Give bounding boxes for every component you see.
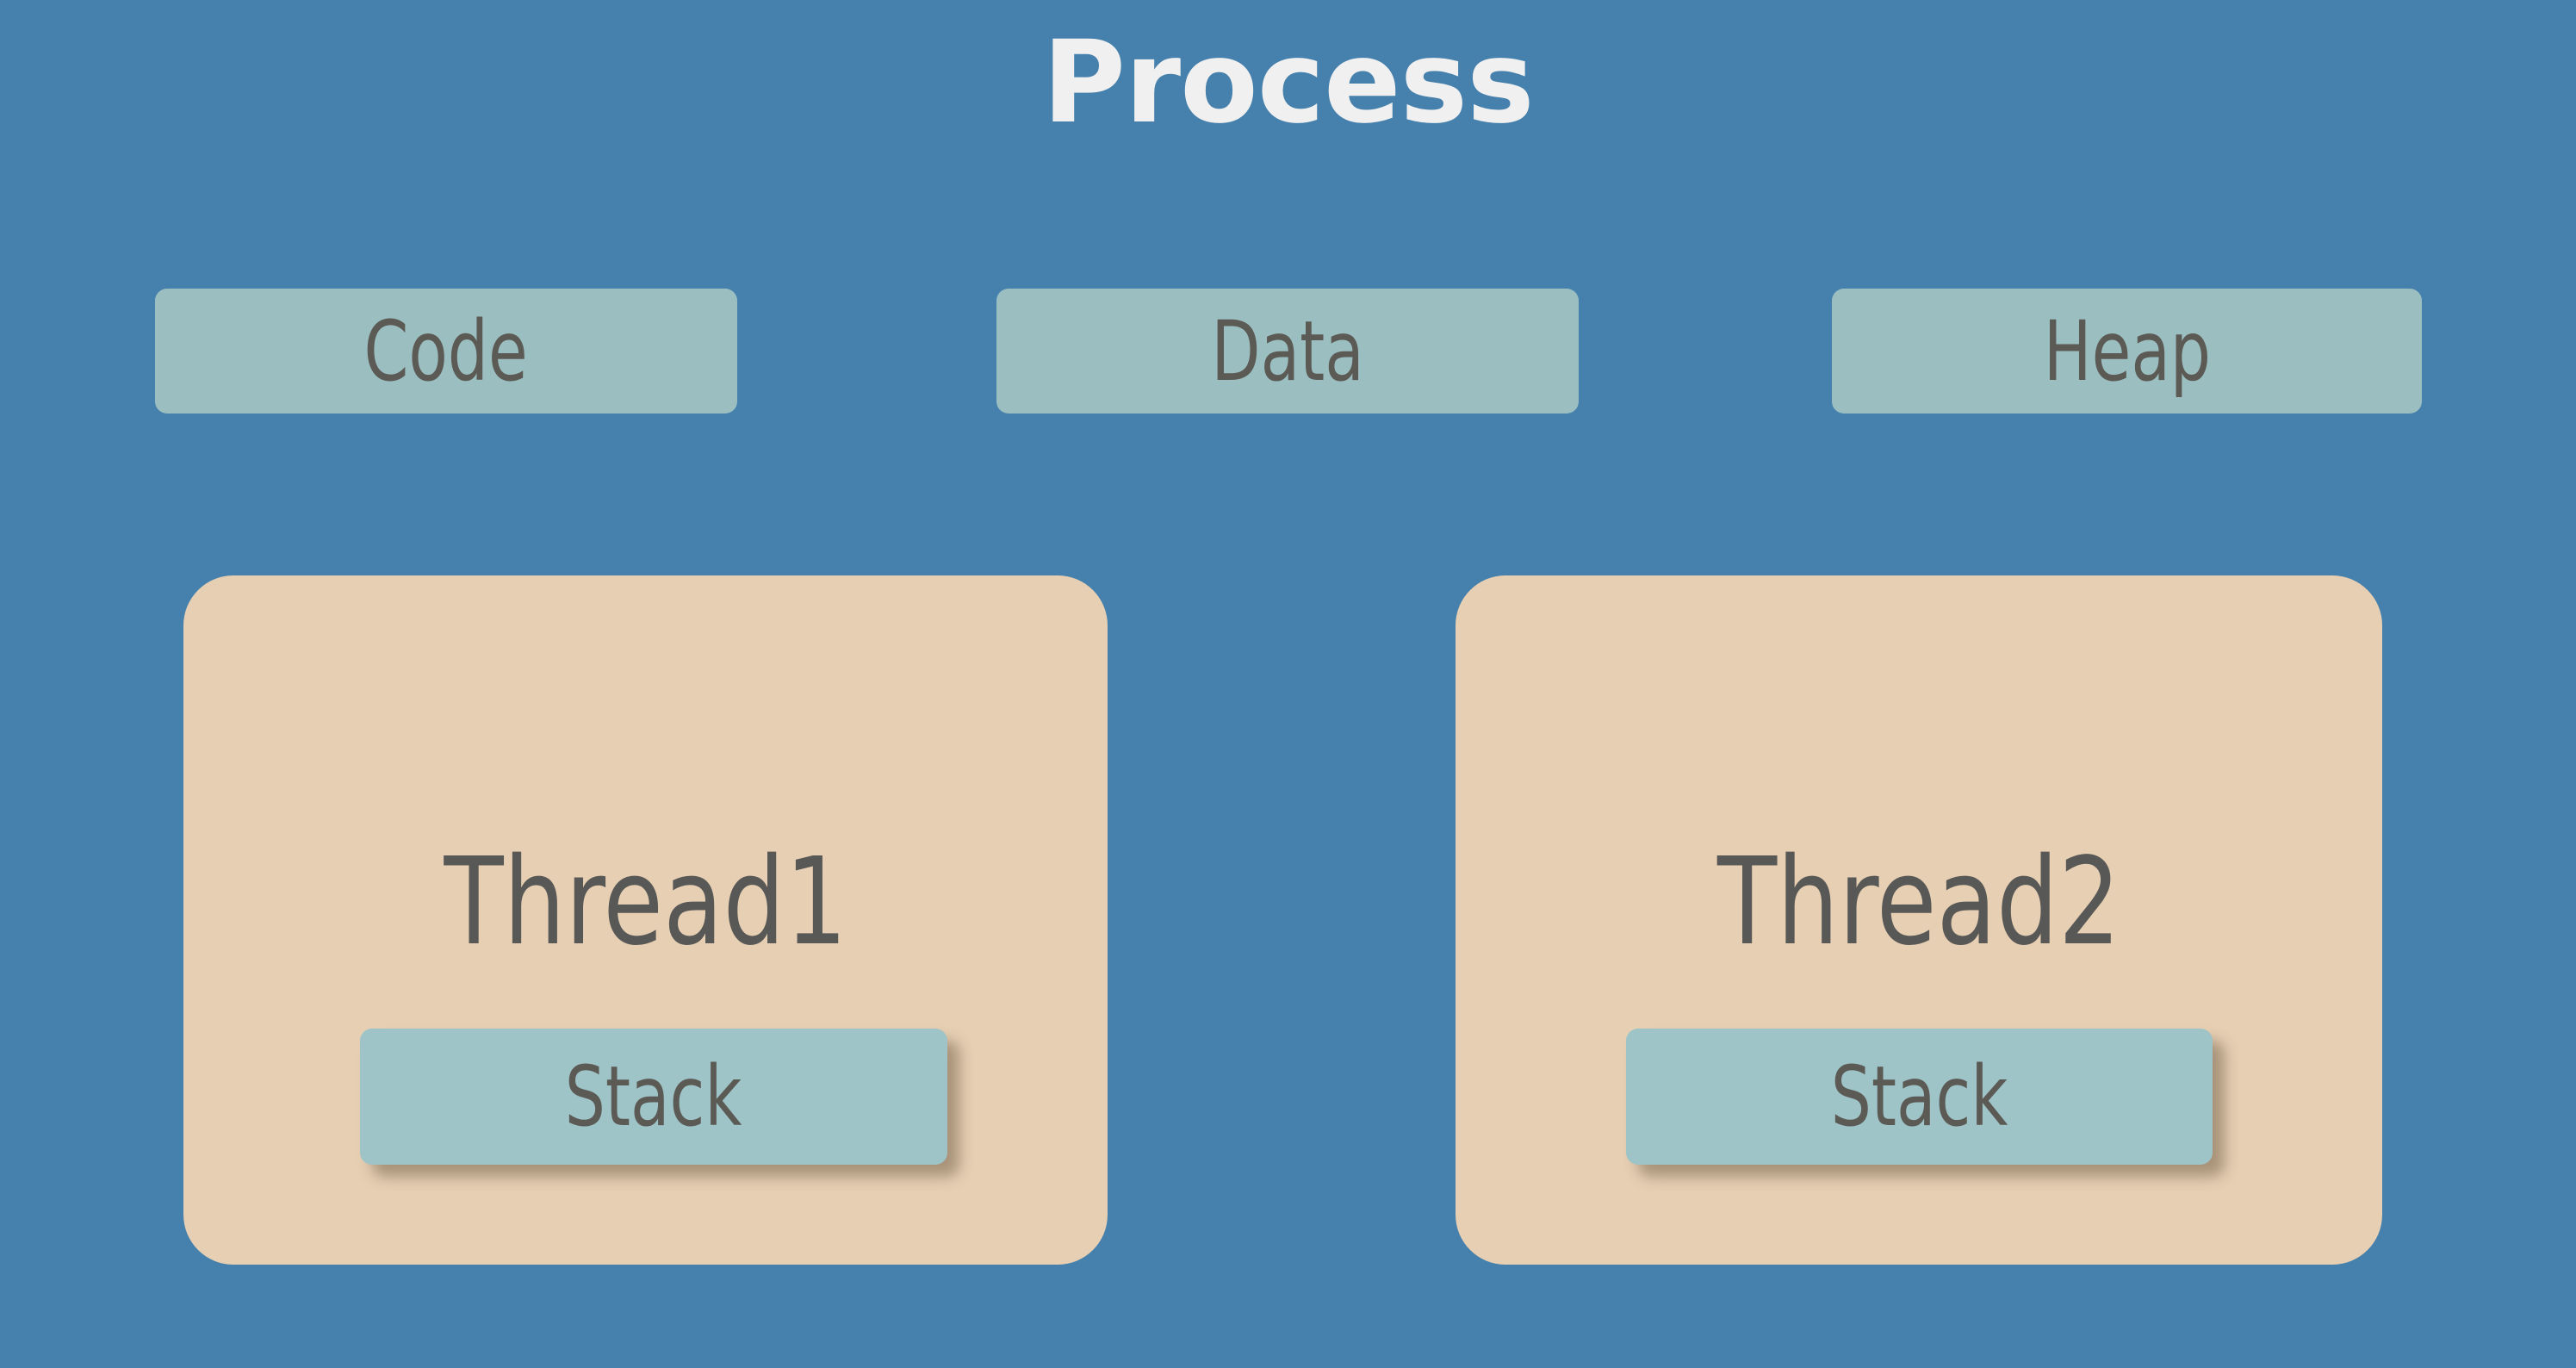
segment-label-heap: Heap — [2043, 302, 2211, 400]
segment-box-heap[interactable]: Heap — [1832, 289, 2422, 414]
memory-segment-row: Code Data Heap — [0, 289, 2576, 414]
thread-box-thread1[interactable]: Thread1 Stack — [183, 575, 1108, 1265]
stack-box-thread1[interactable]: Stack — [360, 1029, 947, 1165]
stack-box-thread2[interactable]: Stack — [1626, 1029, 2213, 1165]
segment-box-code[interactable]: Code — [155, 289, 737, 414]
thread-title-thread1: Thread1 — [444, 832, 847, 973]
page-title: Process — [1042, 16, 1534, 149]
thread-box-thread2[interactable]: Thread2 Stack — [1456, 575, 2382, 1265]
thread-title-thread2: Thread2 — [1716, 832, 2121, 973]
segment-label-code: Code — [363, 302, 529, 400]
stack-label-thread2: Stack — [1830, 1048, 2008, 1145]
stack-label-thread1: Stack — [565, 1048, 742, 1145]
segment-box-data[interactable]: Data — [996, 289, 1579, 414]
segment-label-data: Data — [1211, 302, 1364, 400]
